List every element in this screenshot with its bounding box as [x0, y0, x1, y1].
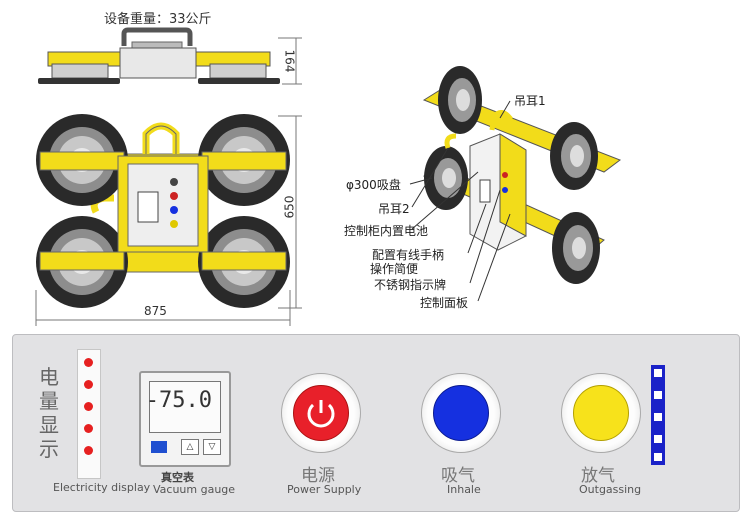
callout-suction-cup: φ300吸盘	[346, 178, 401, 192]
battery-led	[84, 402, 93, 411]
electricity-led-strip	[77, 349, 101, 479]
power-button[interactable]	[293, 385, 349, 441]
inhale-cn-label: 吸气	[441, 466, 475, 486]
battery-led	[84, 446, 93, 455]
battery-led	[84, 380, 93, 389]
gauge-set-key[interactable]	[151, 441, 167, 453]
outgas-en-label: Outgassing	[579, 483, 642, 496]
battery-led	[84, 358, 93, 367]
control-panel: 电 量 显 示 Electricity display -75.0 △ ▽ 真空…	[12, 334, 740, 512]
inhale-button-bezel	[421, 373, 501, 453]
callout-control-panel: 控制面板	[420, 296, 469, 310]
power-cn-label: 电源	[301, 466, 335, 486]
electricity-en-label: Electricity display	[53, 481, 151, 494]
outgas-button-bezel	[561, 373, 641, 453]
technical-drawing	[35, 27, 622, 326]
gauge-en-label: Vacuum gauge	[153, 483, 236, 496]
indicator-segment	[654, 435, 662, 443]
dimension-875: 875	[144, 304, 167, 318]
outgas-cn-label: 放气	[581, 466, 615, 486]
inhale-en-label: Inhale	[447, 483, 481, 496]
callout-lug1: 吊耳1	[514, 94, 546, 108]
weight-label: 设备重量：33公斤	[104, 12, 212, 27]
gauge-display: -75.0	[145, 381, 221, 433]
electricity-char: 量	[39, 389, 59, 413]
gauge-up-button[interactable]: △	[181, 439, 199, 455]
side-view	[38, 27, 302, 85]
indicator-segment	[654, 413, 662, 421]
callout-sign: 不锈钢指示牌	[374, 278, 447, 292]
battery-led	[84, 424, 93, 433]
indicator-segment	[654, 391, 662, 399]
power-button-bezel	[281, 373, 361, 453]
inhale-button[interactable]	[433, 385, 489, 441]
callout-lug2: 吊耳2	[378, 202, 410, 216]
electricity-cn-label: 电 量 显 示	[37, 365, 61, 461]
gauge-cn-label: 真空表	[161, 471, 194, 484]
vacuum-gauge: -75.0 △ ▽	[139, 371, 231, 467]
dimension-650: 650	[282, 195, 297, 219]
gauge-down-button[interactable]: ▽	[203, 439, 221, 455]
dimension-164: 164	[282, 49, 297, 73]
indicator-segment	[654, 369, 662, 377]
indicator-segment	[654, 453, 662, 461]
status-indicator-strip	[651, 365, 665, 465]
callout-battery: 控制柜内置电池	[344, 224, 429, 238]
electricity-char: 显	[39, 413, 59, 437]
callout-handle-line2: 操作简便	[370, 262, 419, 276]
callout-handle-line1: 配置有线手柄	[372, 248, 445, 262]
top-view	[35, 114, 302, 326]
power-icon	[307, 400, 335, 428]
isometric-view	[409, 66, 622, 302]
electricity-char: 示	[39, 437, 59, 461]
electricity-char: 电	[39, 365, 59, 389]
gauge-reading: -75.0	[145, 388, 212, 413]
outgas-button[interactable]	[573, 385, 629, 441]
power-en-label: Power Supply	[287, 483, 362, 496]
